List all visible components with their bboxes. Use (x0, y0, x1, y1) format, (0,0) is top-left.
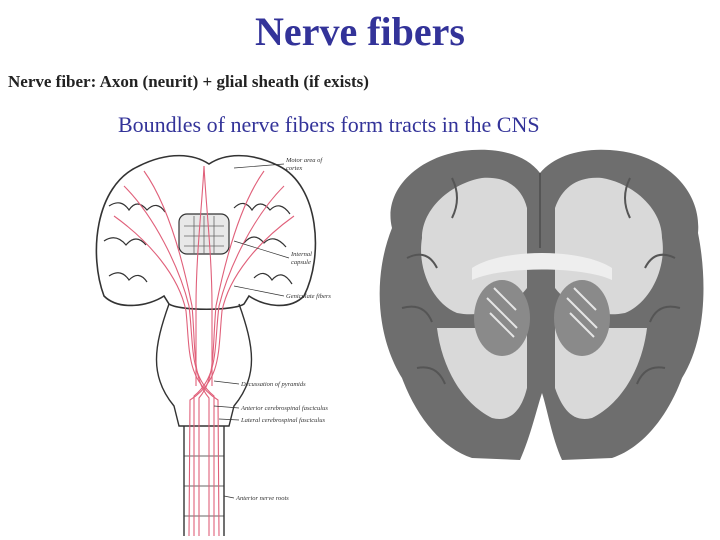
brain-outline (95, 154, 317, 310)
slide-title: Nerve fibers (255, 9, 465, 54)
label-lateral-fasciculus: Lateral cerebrospinal fasciculus (240, 417, 325, 424)
basal-ganglia-right (554, 280, 610, 356)
gyri-right (233, 202, 293, 285)
gyri-left (103, 202, 166, 283)
spinal-cord (183, 426, 225, 536)
label-motor-area-2: cortex (286, 165, 302, 172)
brainstem (155, 303, 253, 427)
label-internal-capsule: Internal (290, 251, 312, 258)
label-decussation: Decussation of pyramids (240, 381, 306, 388)
tract-fibers (113, 165, 295, 536)
label-internal-capsule-2: capsule (291, 259, 311, 266)
label-anterior-roots: Anterior nerve roots (235, 495, 289, 502)
label-motor-area: Motor area of (285, 157, 323, 164)
label-geniculate: Geniculate fibers (286, 293, 331, 300)
corpus-callosum (472, 253, 612, 280)
tracts-bullet: Boundles of nerve fibers form tracts in … (118, 112, 540, 137)
basal-ganglia-left (474, 280, 530, 356)
corticospinal-tract-diagram: Motor area of cortex Internal capsule Ge… (95, 154, 331, 536)
fiber-definition: Nerve fiber: Axon (neurit) + glial sheat… (8, 72, 369, 91)
label-anterior-fasciculus: Anterior cerebrospinal fasciculus (240, 405, 328, 412)
coronal-brain-section (362, 138, 720, 478)
